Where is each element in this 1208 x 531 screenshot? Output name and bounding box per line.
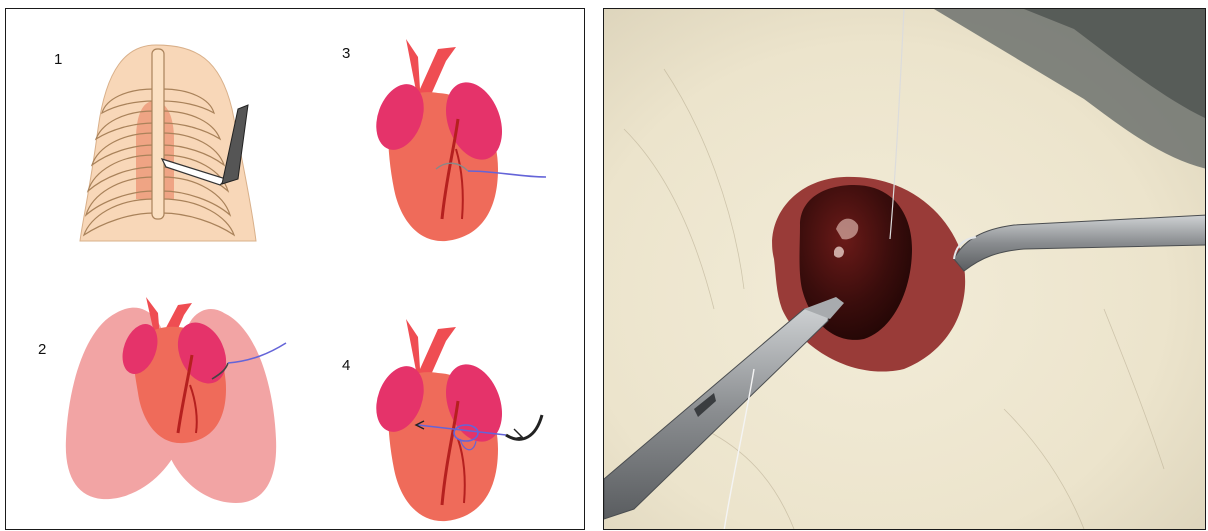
schematic-drawing (6, 9, 584, 529)
heart-step-4 (368, 319, 542, 521)
surgical-photo-drawing (604, 9, 1206, 530)
ribcage-illustration (80, 45, 256, 241)
heart-step-3 (368, 39, 546, 241)
surgical-photo (603, 8, 1206, 530)
heart-lungs-step-2 (66, 297, 286, 503)
schematic-panel: 1 3 2 4 (5, 8, 585, 530)
